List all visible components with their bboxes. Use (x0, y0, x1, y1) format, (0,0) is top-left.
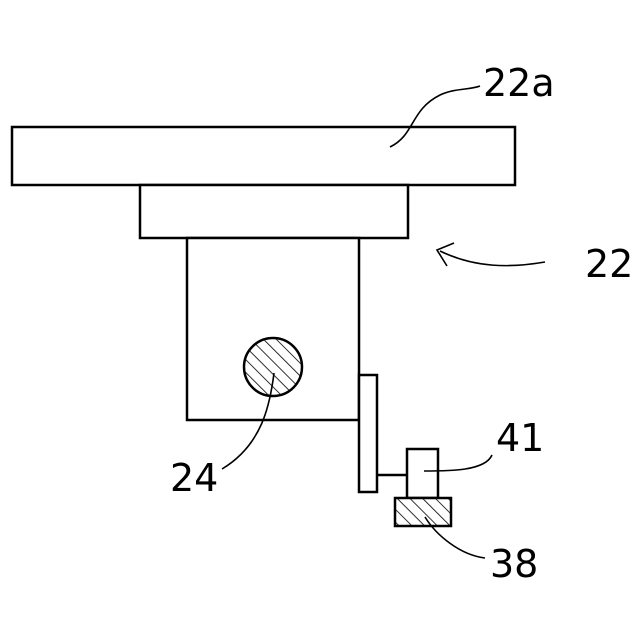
top-plate-22a (12, 127, 515, 185)
shaft-24 (244, 338, 302, 396)
label-41: 41 (496, 416, 544, 460)
label-22a: 22a (483, 61, 555, 105)
label-24: 24 (170, 456, 218, 500)
label-38: 38 (490, 542, 538, 586)
arrowhead-22 (437, 243, 454, 266)
label-22: 22 (585, 242, 633, 286)
vertical-bracket (359, 375, 377, 492)
leader-22 (440, 251, 545, 266)
base-block-38 (395, 498, 451, 526)
small-block-41 (407, 449, 438, 498)
middle-flange (140, 185, 408, 238)
